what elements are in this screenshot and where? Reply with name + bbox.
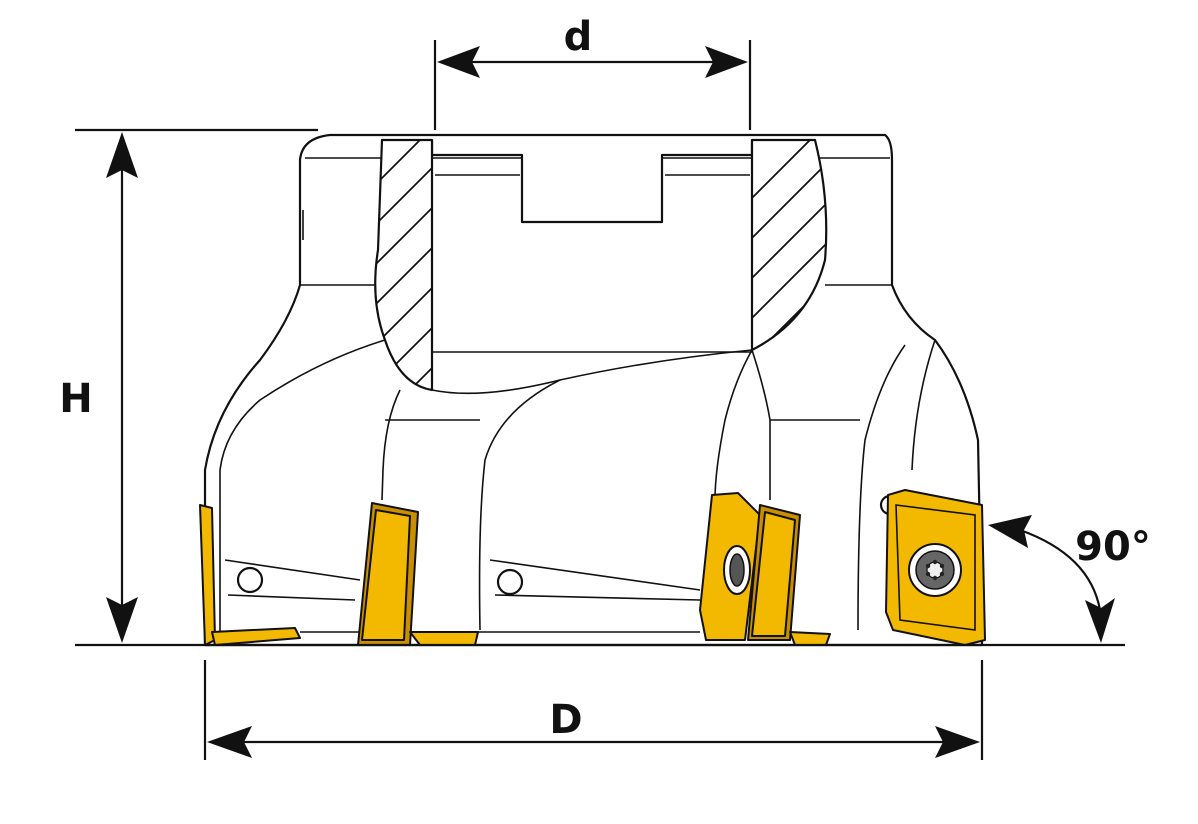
insert-left-edge [199,504,301,646]
arrowhead-icon [106,132,138,178]
label-h: H [59,376,92,422]
arrowhead-icon [988,515,1032,548]
arrowhead-icon [106,597,138,643]
dimension-d: d [433,14,752,130]
cutter-body [203,133,984,647]
arrowhead-icon [1085,598,1115,643]
dimension-big-d: D [203,660,984,760]
label-big-d: D [549,697,582,743]
insert-right [885,489,986,646]
arrowhead-icon [437,46,480,78]
arrowhead-icon [705,46,748,78]
torx-icon [925,559,945,581]
dimension-angle: 90° [985,515,1151,647]
label-angle: 90° [1075,524,1151,570]
insert-third [699,492,831,646]
arrowhead-icon [207,726,252,758]
arrowhead-icon [935,726,980,758]
insert-second [357,502,479,646]
dimension-h: H [59,128,318,647]
label-d: d [564,14,593,60]
